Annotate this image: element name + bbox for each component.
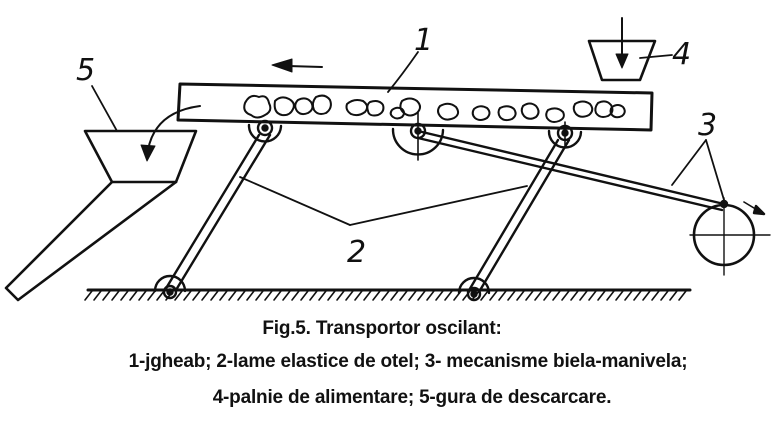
ground-hatch-mark [201, 290, 210, 301]
ground-hatch-mark [633, 290, 642, 301]
ground-hatch-mark [552, 290, 561, 301]
left-ground-pivot [153, 274, 187, 300]
ground-hatch-mark [246, 290, 255, 301]
figure-title: Fig.5. Transportor oscilant: [262, 318, 502, 339]
right-ground-pivot [457, 276, 491, 302]
ground-hatch-mark [597, 290, 606, 301]
ground-hatch-mark [183, 290, 192, 301]
ground-hatch-mark [309, 290, 318, 301]
ground-hatch-mark [489, 290, 498, 301]
ground-hatch-mark [210, 290, 219, 301]
ground-hatch-mark [435, 290, 444, 301]
ground-hatch-mark [345, 290, 354, 301]
ground-hatch-mark [318, 290, 327, 301]
ground-hatch-mark [336, 290, 345, 301]
ground-hatch-mark [588, 290, 597, 301]
legend-line-2: 4-palnie de alimentare; 5-gura de descar… [212, 387, 612, 408]
ground-hatch-mark [660, 290, 669, 301]
crank-wheel [689, 197, 771, 276]
ground-hatch-mark [255, 290, 264, 301]
ground-hatch-mark [300, 290, 309, 301]
label-1-leader [387, 51, 419, 93]
connecting-rod [416, 129, 726, 212]
ground-hatch-mark [264, 290, 273, 301]
ground-hatch-mark [84, 290, 93, 301]
ground-hatch-mark [669, 290, 678, 301]
ground-hatch-mark [408, 290, 417, 301]
ground-hatch-mark [543, 290, 552, 301]
ground-hatch-mark [354, 290, 363, 301]
ground-hatch-mark [498, 290, 507, 301]
ground-hatch-mark [381, 290, 390, 301]
ground-hatch-mark [570, 290, 579, 301]
ground-hatch-mark [93, 290, 102, 301]
ground-hatch-mark [615, 290, 624, 301]
ground-hatch-mark [642, 290, 651, 301]
ground-hatch-mark [174, 290, 183, 301]
ground-hatch-mark [624, 290, 633, 301]
elastic-blades [163, 133, 571, 294]
left-upper-pivot [247, 119, 283, 143]
ground-hatch-mark [426, 290, 435, 301]
right-upper-pivot [547, 121, 583, 149]
ground-hatch-mark [363, 290, 372, 301]
ground-hatch-mark [579, 290, 588, 301]
ground-hatch-mark [606, 290, 615, 301]
ground-hatch-mark [273, 290, 282, 301]
ground-hatch-mark [651, 290, 660, 301]
trough [176, 82, 654, 132]
label-2: 2 [347, 235, 366, 270]
ground [84, 288, 692, 301]
ground-hatch-mark [111, 290, 120, 301]
ground-hatch-mark [390, 290, 399, 301]
ground-hatch-mark [417, 290, 426, 301]
ground-hatch-mark [372, 290, 381, 301]
ground-hatch-mark [480, 290, 489, 301]
ground-hatch-mark [282, 290, 291, 301]
ground-hatch-mark [129, 290, 138, 301]
ground-hatch-mark [228, 290, 237, 301]
ground-hatch-mark [444, 290, 453, 301]
ground-hatch-mark [507, 290, 516, 301]
ground-hatch-mark [138, 290, 147, 301]
ground-hatch-mark [237, 290, 246, 301]
ground-hatch-mark [219, 290, 228, 301]
feed-hopper [587, 17, 673, 82]
direction-arrow [271, 58, 323, 73]
ground-hatch-mark [678, 290, 687, 301]
ground-hatch-mark [120, 290, 129, 301]
ground-hatch-mark [147, 290, 156, 301]
label-5: 5 [76, 53, 95, 88]
ground-hatch-mark [192, 290, 201, 301]
label-3: 3 [698, 108, 717, 143]
label-2-leaders [239, 176, 528, 226]
ground-hatch-mark [291, 290, 300, 301]
ground-hatch-mark [327, 290, 336, 301]
label-4: 4 [672, 37, 691, 72]
ground-hatch-mark [516, 290, 525, 301]
ground-hatch-mark [399, 290, 408, 301]
ground-hatch-mark [102, 290, 111, 301]
ground-hatch-mark [525, 290, 534, 301]
label-3-leaders [671, 139, 725, 201]
legend-line-1: 1-jgheab; 2-lame elastice de otel; 3- me… [128, 351, 688, 372]
material-rocks [243, 94, 626, 123]
ground-hatch-mark [534, 290, 543, 301]
label-1: 1 [414, 23, 433, 58]
ground-hatch-mark [561, 290, 570, 301]
discharge-chute [4, 85, 201, 302]
